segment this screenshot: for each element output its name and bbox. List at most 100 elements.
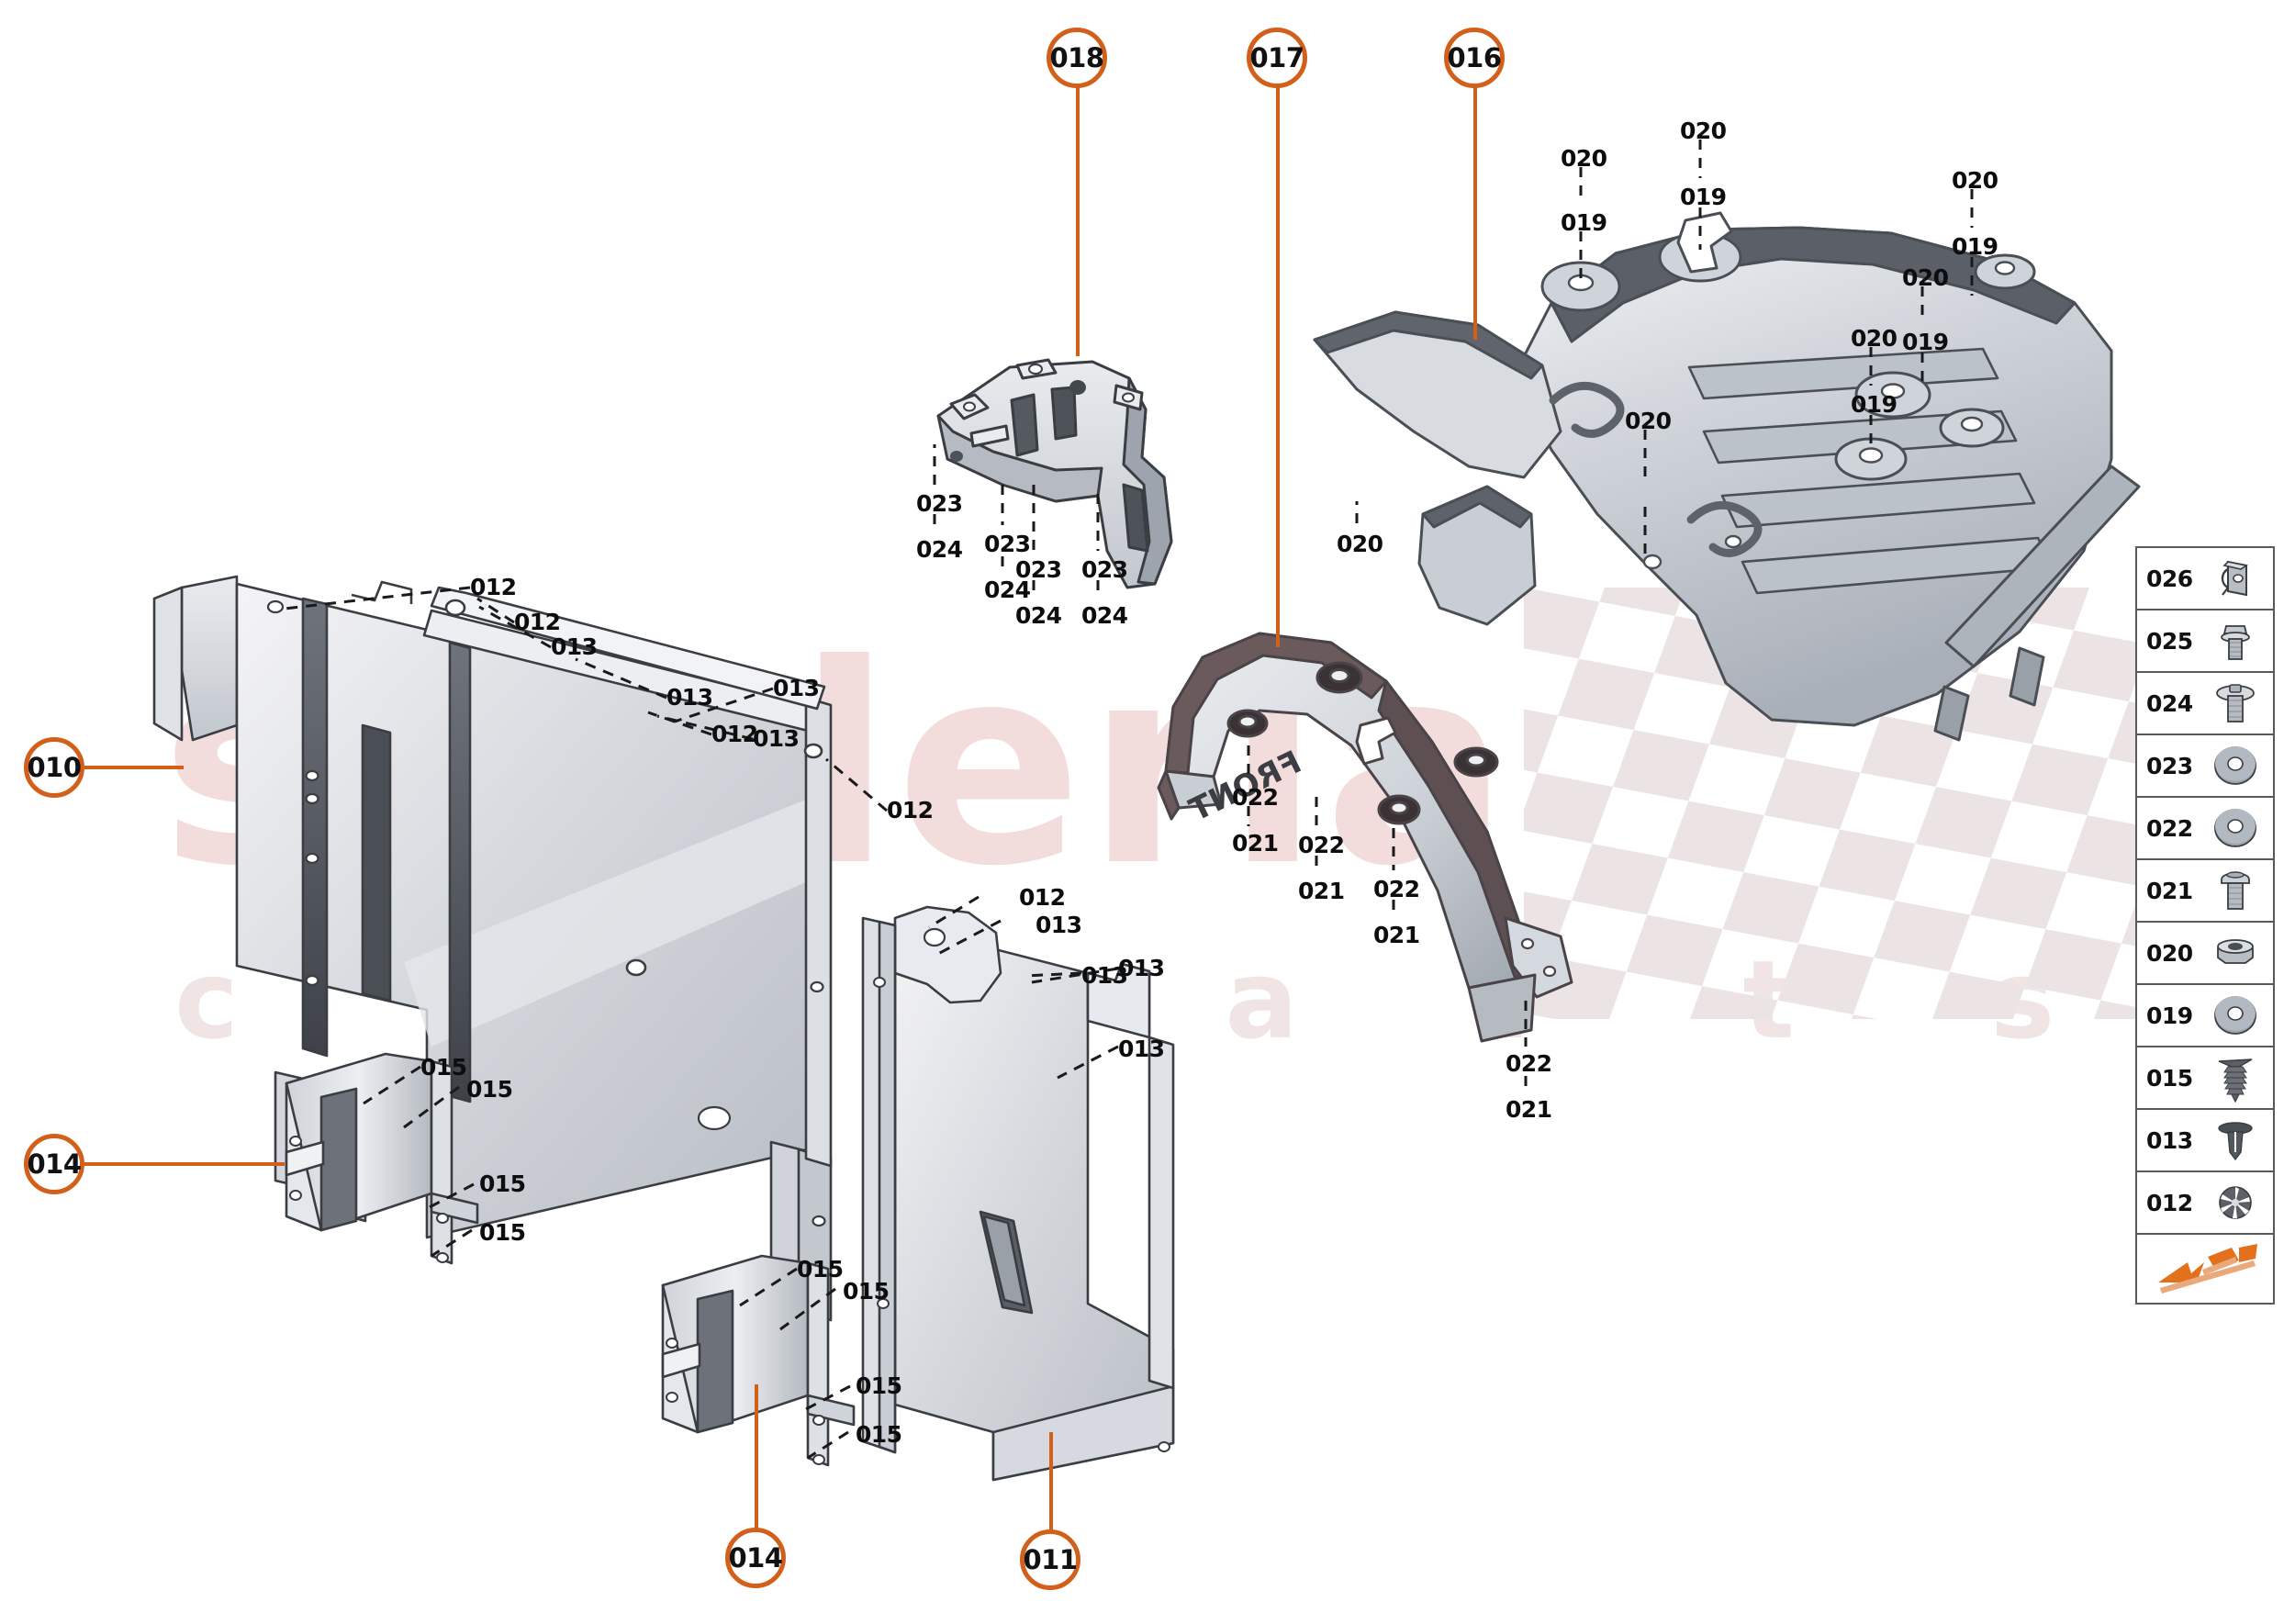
- callout-014-upper[interactable]: 014: [24, 1134, 84, 1194]
- part-014-bracket-lower: [661, 1254, 856, 1467]
- part-label-015: 015: [420, 1054, 467, 1081]
- part-label-022: 022: [1298, 832, 1345, 858]
- legend-number: 022: [2146, 814, 2193, 842]
- part-label-015: 015: [479, 1170, 526, 1197]
- callout-lead-014-upper: [84, 1162, 285, 1166]
- part-label-013: 013: [1118, 955, 1165, 981]
- part-label-015: 015: [856, 1421, 902, 1448]
- legend-number: 019: [2146, 1002, 2193, 1029]
- legend-number: 021: [2146, 877, 2193, 904]
- callout-016[interactable]: 016: [1444, 28, 1505, 88]
- flat-washer-icon: [2203, 985, 2267, 1046]
- part-label-015: 015: [466, 1076, 513, 1103]
- part-label-021: 021: [1506, 1096, 1552, 1123]
- callout-lead-010: [84, 766, 184, 769]
- legend-row-012[interactable]: 012: [2137, 1172, 2273, 1235]
- part-011-side-panel: [861, 905, 1175, 1482]
- push-rivet-icon: [2203, 1110, 2267, 1170]
- part-label-022: 022: [1506, 1050, 1552, 1077]
- part-label-023: 023: [916, 490, 963, 517]
- part-label-015: 015: [843, 1278, 890, 1305]
- legend-number: 023: [2146, 752, 2193, 779]
- legend-number: 013: [2146, 1126, 2193, 1154]
- legend-row-021[interactable]: 021: [2137, 860, 2273, 923]
- part-label-024: 024: [984, 577, 1031, 603]
- callout-lead-018: [1076, 87, 1080, 356]
- part-label-013: 013: [753, 725, 800, 752]
- callout-017[interactable]: 017: [1247, 28, 1307, 88]
- part-label-015: 015: [479, 1219, 526, 1246]
- part-label-020: 020: [1680, 118, 1727, 144]
- callout-lead-016: [1473, 87, 1477, 340]
- part-label-021: 021: [1298, 878, 1345, 904]
- legend-row-024[interactable]: 024: [2137, 673, 2273, 735]
- part-label-019: 019: [1952, 233, 1998, 260]
- part-label-021: 021: [1232, 830, 1279, 857]
- brand-arrow-icon: [2143, 1235, 2267, 1303]
- part-label-019: 019: [1680, 184, 1727, 210]
- legend-row-025[interactable]: 025: [2137, 610, 2273, 673]
- part-label-020: 020: [1337, 531, 1383, 557]
- flat-washer-icon: [2203, 798, 2267, 858]
- legend-row-020[interactable]: 020: [2137, 923, 2273, 985]
- part-label-013: 013: [773, 675, 820, 701]
- part-label-012: 012: [1019, 884, 1066, 911]
- callout-010[interactable]: 010: [24, 737, 84, 798]
- legend-row-022[interactable]: 022: [2137, 798, 2273, 860]
- part-label-013: 013: [1081, 962, 1128, 989]
- part-label-013: 013: [666, 684, 713, 711]
- part-label-024: 024: [916, 536, 963, 563]
- part-label-019: 019: [1851, 391, 1898, 418]
- part-014-bracket-upper: [285, 1052, 479, 1265]
- part-label-022: 022: [1232, 784, 1279, 811]
- legend-row-013[interactable]: 013: [2137, 1110, 2273, 1172]
- part-018-cover: [936, 358, 1173, 589]
- flat-washer-icon: [2203, 735, 2267, 796]
- part-label-020: 020: [1902, 264, 1949, 291]
- part-label-013: 013: [1036, 912, 1082, 938]
- fir-tree-clip-icon: [2203, 1047, 2267, 1108]
- part-label-023: 023: [984, 531, 1031, 557]
- legend-row-019[interactable]: 019: [2137, 985, 2273, 1047]
- part-label-020: 020: [1625, 408, 1672, 434]
- part-label-023: 023: [1081, 556, 1128, 583]
- legend-number: 020: [2146, 939, 2193, 967]
- part-016-underbody-panel: [1313, 211, 2141, 742]
- legend-row-026[interactable]: 026: [2137, 548, 2273, 610]
- legend-number: 025: [2146, 627, 2193, 655]
- legend-number: 015: [2146, 1064, 2193, 1092]
- part-label-015: 015: [797, 1256, 844, 1282]
- callout-018[interactable]: 018: [1047, 28, 1107, 88]
- legend-number: 026: [2146, 565, 2193, 592]
- legend-row-023[interactable]: 023: [2137, 735, 2273, 798]
- part-label-019: 019: [1561, 209, 1607, 236]
- part-label-024: 024: [1015, 602, 1062, 629]
- part-label-020: 020: [1561, 145, 1607, 172]
- legend-row-015[interactable]: 015: [2137, 1047, 2273, 1110]
- callout-011[interactable]: 011: [1020, 1529, 1080, 1590]
- legend-row-brand[interactable]: [2137, 1235, 2273, 1303]
- part-label-012: 012: [470, 574, 517, 600]
- part-label-013: 013: [1118, 1036, 1165, 1062]
- part-label-012: 012: [514, 609, 561, 635]
- legend-number: 012: [2146, 1189, 2193, 1216]
- flange-nut-icon: [2203, 923, 2267, 983]
- part-label-024: 024: [1081, 602, 1128, 629]
- part-label-019: 019: [1902, 329, 1949, 355]
- pan-head-screw-icon: [2203, 860, 2267, 921]
- part-label-012: 012: [711, 721, 758, 747]
- callout-lead-017: [1276, 87, 1280, 647]
- callout-lead-011: [1049, 1432, 1053, 1531]
- part-017-wheelarch-liner: [1157, 632, 1573, 1043]
- part-label-022: 022: [1373, 876, 1420, 902]
- torx-flange-screw-icon: [2203, 673, 2267, 734]
- part-label-013: 013: [551, 633, 598, 660]
- part-label-023: 023: [1015, 556, 1062, 583]
- callout-014-lower[interactable]: 014: [725, 1528, 786, 1588]
- spring-clip-nut-icon: [2203, 548, 2267, 609]
- legend-number: 024: [2146, 689, 2193, 717]
- part-label-015: 015: [856, 1372, 902, 1399]
- part-label-020: 020: [1851, 325, 1898, 352]
- callout-lead-014-lower: [755, 1384, 758, 1529]
